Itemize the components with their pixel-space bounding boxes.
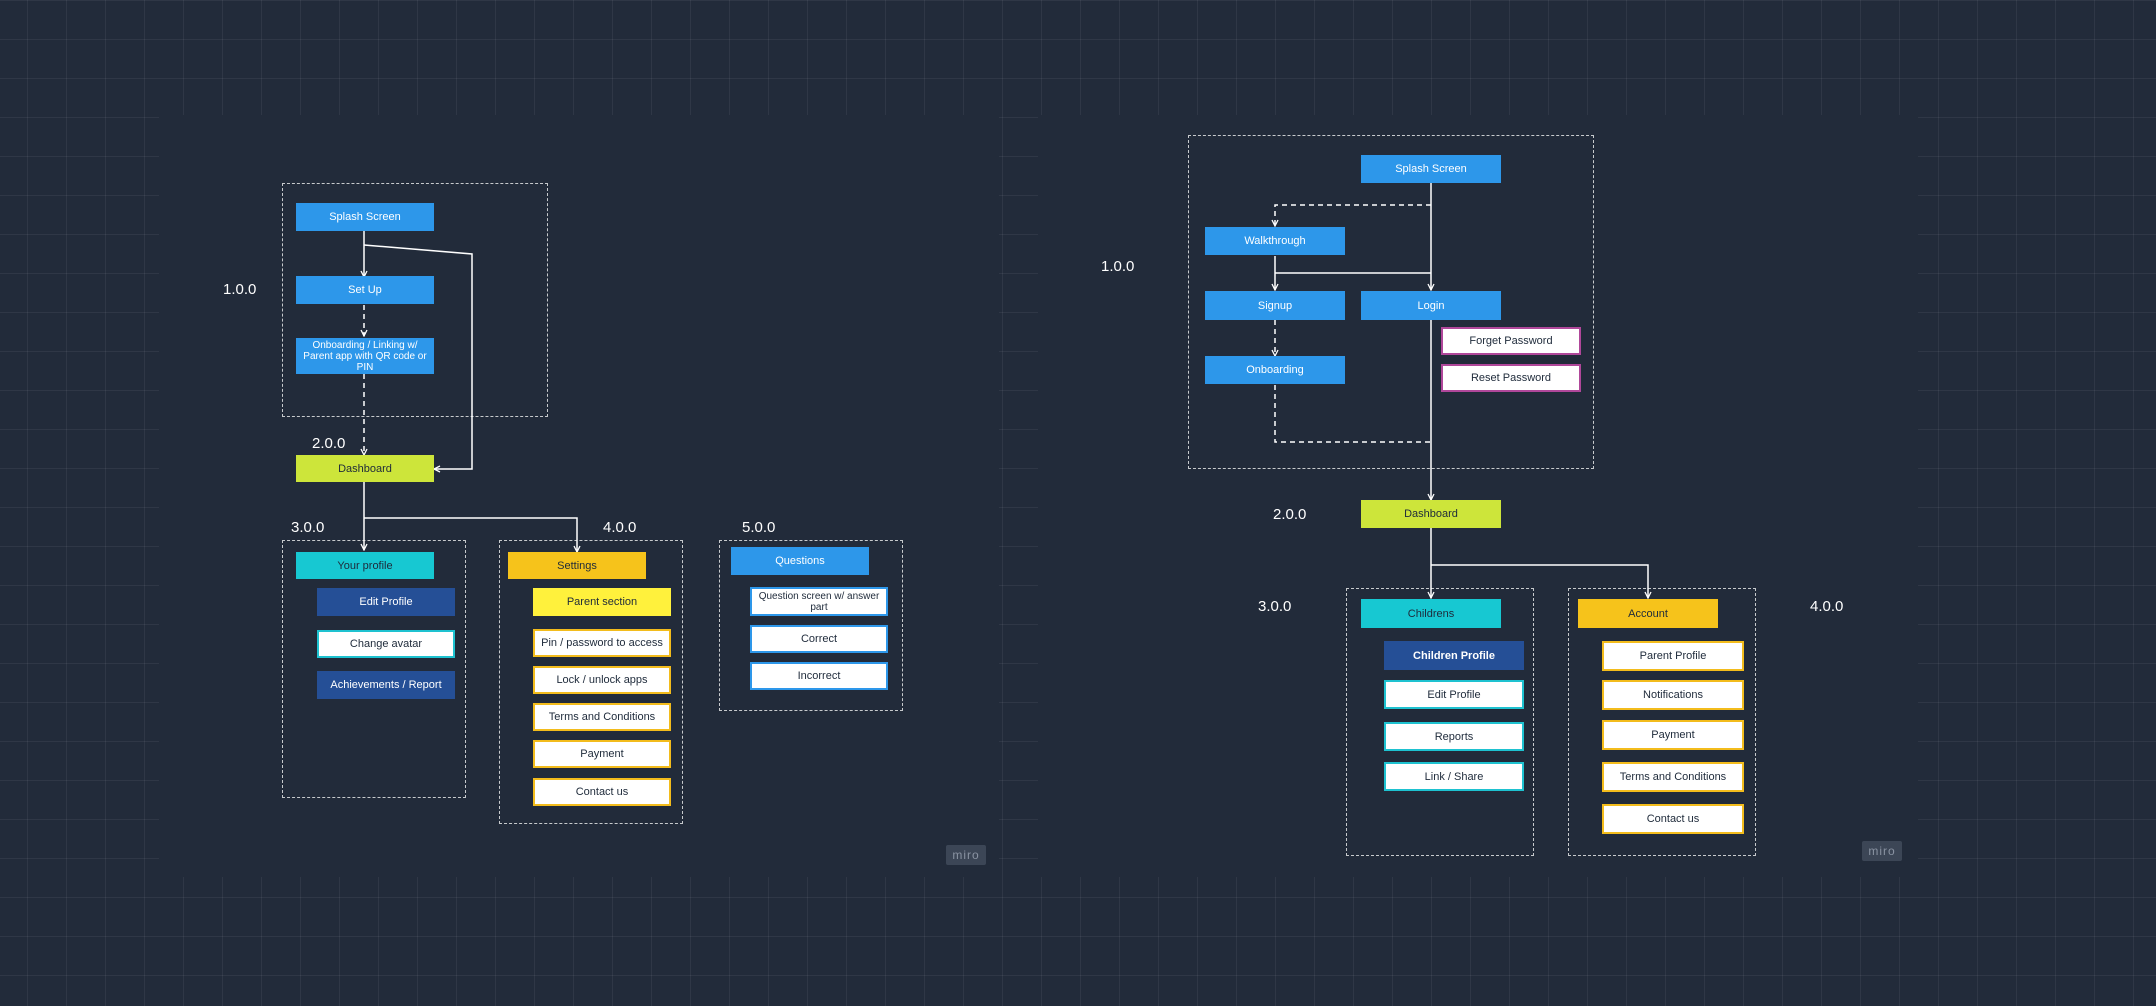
- pin-password-node[interactable]: Pin / password to access: [533, 629, 671, 657]
- left-questions-frame: [719, 540, 903, 711]
- achievements-report-node[interactable]: Achievements / Report: [317, 671, 455, 699]
- left-version-4: 4.0.0: [603, 519, 637, 536]
- reset-password-node[interactable]: Reset Password: [1441, 364, 1581, 392]
- forget-password-node[interactable]: Forget Password: [1441, 327, 1581, 355]
- parent-section-node[interactable]: Parent section: [533, 588, 671, 616]
- walkthrough-node[interactable]: Walkthrough: [1205, 227, 1345, 255]
- left-miro-watermark: miro: [946, 845, 986, 865]
- left-onboarding-node[interactable]: Onboarding / Linking w/ Parent app with …: [296, 338, 434, 374]
- right-miro-watermark: miro: [1862, 841, 1902, 861]
- link-share-node[interactable]: Link / Share: [1384, 762, 1524, 791]
- childrens-title-node[interactable]: Childrens: [1361, 599, 1501, 628]
- left-terms-node[interactable]: Terms and Conditions: [533, 703, 671, 731]
- left-settings-frame: [499, 540, 683, 824]
- signup-node[interactable]: Signup: [1205, 291, 1345, 320]
- right-edit-profile-node[interactable]: Edit Profile: [1384, 680, 1524, 709]
- right-version-1: 1.0.0: [1101, 258, 1135, 275]
- left-dashboard-node[interactable]: Dashboard: [296, 455, 434, 482]
- incorrect-node[interactable]: Incorrect: [750, 662, 888, 690]
- parent-profile-node[interactable]: Parent Profile: [1602, 641, 1744, 671]
- notifications-node[interactable]: Notifications: [1602, 680, 1744, 710]
- children-profile-node[interactable]: Children Profile: [1384, 641, 1524, 670]
- login-node[interactable]: Login: [1361, 291, 1501, 320]
- questions-title-node[interactable]: Questions: [731, 547, 869, 575]
- account-title-node[interactable]: Account: [1578, 599, 1718, 628]
- left-profile-title-node[interactable]: Your profile: [296, 552, 434, 579]
- left-settings-title-node[interactable]: Settings: [508, 552, 646, 579]
- edit-profile-node[interactable]: Edit Profile: [317, 588, 455, 616]
- right-account-frame: [1568, 588, 1756, 856]
- right-dashboard-node[interactable]: Dashboard: [1361, 500, 1501, 528]
- lock-unlock-apps-node[interactable]: Lock / unlock apps: [533, 666, 671, 694]
- right-onboarding-frame: [1188, 135, 1594, 469]
- left-contact-node[interactable]: Contact us: [533, 778, 671, 806]
- left-version-2: 2.0.0: [312, 435, 346, 452]
- right-version-3: 3.0.0: [1258, 598, 1292, 615]
- right-contact-node[interactable]: Contact us: [1602, 804, 1744, 834]
- right-version-4: 4.0.0: [1810, 598, 1844, 615]
- left-payment-node[interactable]: Payment: [533, 740, 671, 768]
- right-version-2: 2.0.0: [1273, 506, 1307, 523]
- correct-node[interactable]: Correct: [750, 625, 888, 653]
- right-payment-node[interactable]: Payment: [1602, 720, 1744, 750]
- left-setup-node[interactable]: Set Up: [296, 276, 434, 304]
- right-terms-node[interactable]: Terms and Conditions: [1602, 762, 1744, 792]
- left-version-3: 3.0.0: [291, 519, 325, 536]
- change-avatar-node[interactable]: Change avatar: [317, 630, 455, 658]
- left-version-5: 5.0.0: [742, 519, 776, 536]
- right-onboarding-node[interactable]: Onboarding: [1205, 356, 1345, 384]
- question-screen-node[interactable]: Question screen w/ answer part: [750, 587, 888, 616]
- left-version-1: 1.0.0: [223, 281, 257, 298]
- right-splash-screen-node[interactable]: Splash Screen: [1361, 155, 1501, 183]
- left-splash-screen-node[interactable]: Splash Screen: [296, 203, 434, 231]
- reports-node[interactable]: Reports: [1384, 722, 1524, 751]
